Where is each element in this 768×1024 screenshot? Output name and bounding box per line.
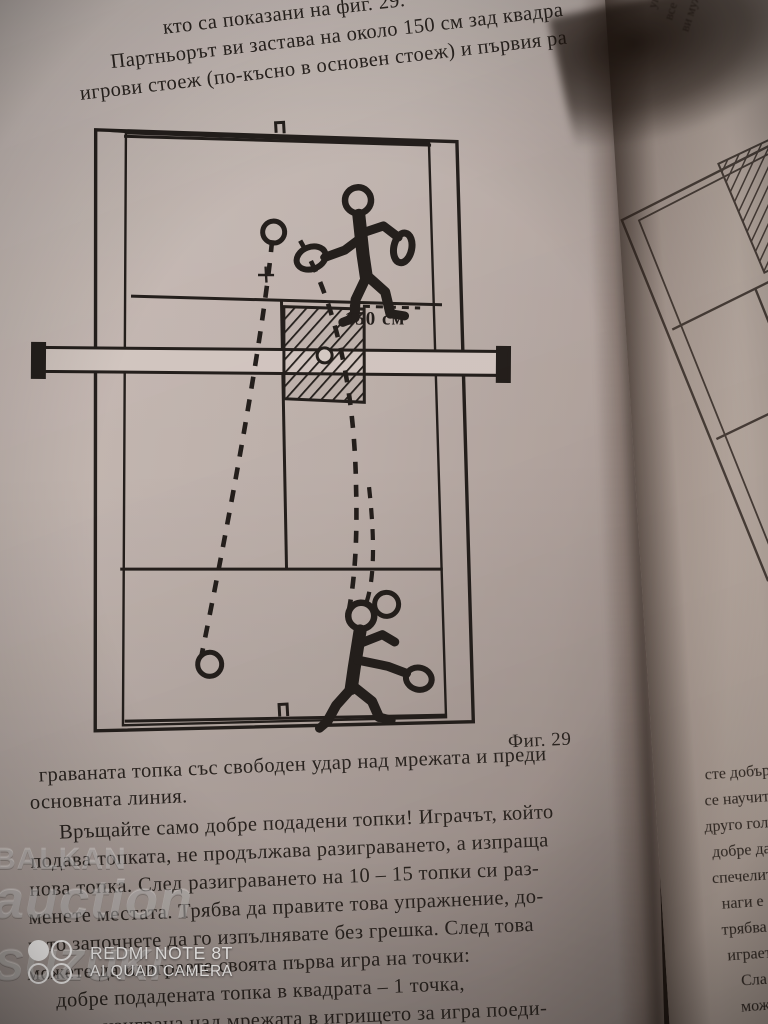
- camera-feature: AI QUAD CAMERA: [90, 963, 233, 981]
- ball-receiver: [372, 589, 402, 619]
- right-bot-line-9: Сла: [740, 970, 768, 990]
- stick-figure-server: [293, 184, 416, 327]
- figure-29-tennis-court-diagram: 150 см: [2, 78, 557, 756]
- camera-watermark-text: REDMI NOTE 8T AI QUAD CAMERA: [90, 943, 233, 981]
- quad-camera-icon: [28, 940, 80, 984]
- stick-figure-receiver: [314, 599, 435, 733]
- distance-label-150cm: 150 см: [344, 308, 406, 330]
- right-bot-line-7: трябва: [721, 918, 768, 939]
- right-bot-line-4: добре да: [711, 840, 768, 862]
- ball-in-target: [315, 346, 334, 365]
- right-bot-line-8: играет: [726, 944, 768, 965]
- right-bot-line-6: наги е: [721, 892, 765, 913]
- ball-upper: [260, 218, 288, 246]
- right-bot-line-10: мож: [740, 996, 768, 1016]
- camera-model: REDMI NOTE 8T: [90, 943, 233, 964]
- right-bot-line-5: спечелит: [711, 866, 768, 888]
- ball-bounce-left: [195, 649, 225, 679]
- camera-watermark: REDMI NOTE 8T AI QUAD CAMERA: [28, 940, 233, 984]
